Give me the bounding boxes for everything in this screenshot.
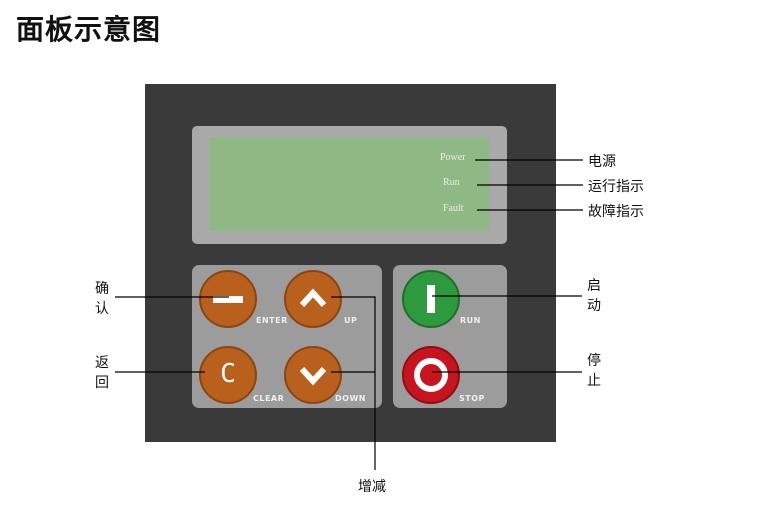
callout-back: 返回 <box>95 355 109 391</box>
callout-increase-decrease: 增减 <box>358 479 386 495</box>
minus-icon <box>213 296 243 303</box>
run-button[interactable] <box>402 270 460 328</box>
callout-power: 电源 <box>588 154 616 170</box>
lcd-display <box>209 137 489 231</box>
clear-label: CLEAR <box>253 394 285 403</box>
up-label: UP <box>344 316 358 325</box>
page-title: 面板示意图 <box>16 13 162 46</box>
up-button[interactable] <box>284 270 342 328</box>
enter-label: ENTER <box>256 316 288 325</box>
chevron-up-icon <box>299 288 327 308</box>
run-indicator-label: Run <box>443 177 460 188</box>
stop-label: STOP <box>459 394 485 403</box>
down-button[interactable] <box>284 346 342 404</box>
run-label: RUN <box>460 316 481 325</box>
callout-run-indicator: 运行指示 <box>588 179 644 195</box>
run-bar-icon <box>427 285 435 313</box>
down-label: DOWN <box>335 394 366 403</box>
chevron-down-icon <box>299 366 327 386</box>
callout-start: 启动 <box>587 278 601 314</box>
enter-button[interactable] <box>199 270 257 328</box>
power-indicator-label: Power <box>440 152 466 163</box>
fault-indicator-label: Fault <box>443 203 464 214</box>
callout-fault-indicator: 故障指示 <box>588 204 644 220</box>
clear-button[interactable]: C <box>199 346 257 404</box>
clear-glyph: C <box>220 359 236 389</box>
callout-confirm: 确认 <box>95 281 109 317</box>
stop-ring-icon <box>414 358 448 392</box>
callout-stop: 停止 <box>587 353 601 389</box>
stop-button[interactable] <box>402 346 460 404</box>
